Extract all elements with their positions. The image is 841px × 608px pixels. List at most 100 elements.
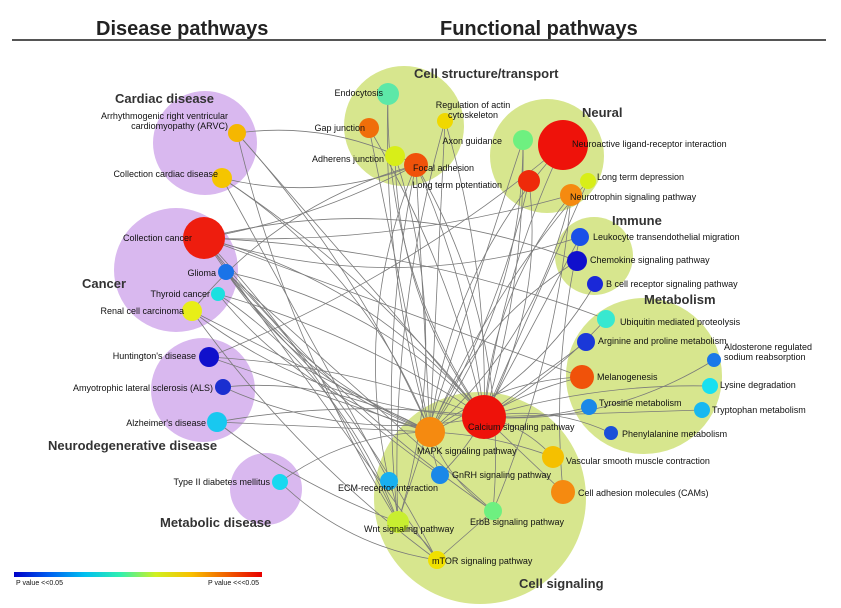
node-circle-neurotrophin[interactable] <box>560 184 582 206</box>
disease-pathways-heading: Disease pathways <box>96 18 268 40</box>
node-circle-tryptophan[interactable] <box>694 402 710 418</box>
node-circle-melanogenesis[interactable] <box>570 365 594 389</box>
node-label-gapjunction: Gap junction <box>314 123 365 133</box>
node-circle-ecm[interactable] <box>380 472 398 490</box>
node-arginine[interactable]: Arginine and proline metabolism <box>577 333 727 351</box>
node-circle-gnrh[interactable] <box>431 466 449 484</box>
node-circle-collcard[interactable] <box>212 168 232 188</box>
node-tryptophan[interactable]: Tryptophan metabolism <box>694 402 806 418</box>
node-mapk[interactable]: MAPK signaling pathway <box>415 417 517 456</box>
node-circle-gapjunction[interactable] <box>359 118 379 138</box>
node-neurotrophin[interactable]: Neurotrophin signaling pathway <box>560 184 697 206</box>
node-focal[interactable]: Focal adhesion <box>404 153 474 177</box>
node-neuroactive[interactable]: Neuroactive ligand-receptor interaction <box>538 120 727 170</box>
node-axon[interactable]: Axon guidance <box>442 130 533 150</box>
node-circle-endocytosis[interactable] <box>377 83 399 105</box>
node-wnt[interactable]: Wnt signaling pathway <box>364 511 455 534</box>
node-circle-mtor[interactable] <box>428 551 446 569</box>
edge-diabetes-mtor <box>279 481 438 561</box>
node-adherens[interactable]: Adherens junction <box>312 146 405 166</box>
node-circle-alzheimer[interactable] <box>207 412 227 432</box>
node-leukocyte[interactable]: Leukocyte transendothelial migration <box>571 228 740 246</box>
node-bcell[interactable]: B cell receptor signaling pathway <box>587 276 738 292</box>
edge-alzheimer-mapk <box>216 421 431 433</box>
node-gnrh[interactable]: GnRH signaling pathway <box>431 466 552 484</box>
node-tyrosine[interactable]: Tyrosine metabolism <box>581 398 682 415</box>
node-huntington[interactable]: Huntington's disease <box>113 347 219 367</box>
node-glioma[interactable]: Glioma <box>187 264 234 280</box>
node-vascular[interactable]: Vascular smooth muscle contraction <box>542 446 710 468</box>
node-melanogenesis[interactable]: Melanogenesis <box>570 365 658 389</box>
node-circle-chemokine[interactable] <box>567 251 587 271</box>
edge-glioma-mapk <box>225 271 431 433</box>
group-label-metabolic: Metabolic disease <box>160 515 271 530</box>
node-circle-huntington[interactable] <box>199 347 219 367</box>
edge-thyroid-mapk <box>217 293 431 433</box>
node-erbb[interactable]: ErbB signaling pathway <box>470 502 565 527</box>
node-label-melanogenesis: Melanogenesis <box>597 372 658 382</box>
node-arvc[interactable]: Arrhythmogenic right ventricularcardiomy… <box>101 111 246 142</box>
node-circle-leukocyte[interactable] <box>571 228 589 246</box>
node-circle-cam[interactable] <box>551 480 575 504</box>
node-circle-glioma[interactable] <box>218 264 234 280</box>
edge-glioma-calcium <box>225 271 485 418</box>
node-circle-calcium[interactable] <box>462 395 506 439</box>
node-circle-focal[interactable] <box>404 153 428 177</box>
node-circle-phenylalanine[interactable] <box>604 426 618 440</box>
node-cam[interactable]: Cell adhesion molecules (CAMs) <box>551 480 709 504</box>
node-calcium[interactable]: Calcium signaling pathway <box>462 395 575 439</box>
node-circle-diabetes[interactable] <box>272 474 288 490</box>
node-circle-ltp[interactable] <box>518 170 540 192</box>
node-circle-tyrosine[interactable] <box>581 399 597 415</box>
node-als[interactable]: Amyotrophic lateral sclerosis (ALS) <box>73 379 231 395</box>
node-label-wnt: Wnt signaling pathway <box>364 524 455 534</box>
node-circle-lysine[interactable] <box>702 378 718 394</box>
node-circle-thyroid[interactable] <box>211 287 225 301</box>
node-gapjunction[interactable]: Gap junction <box>314 118 379 138</box>
node-circle-collcancer[interactable] <box>183 217 225 259</box>
node-ubiquitin[interactable]: Ubiquitin mediated proteolysis <box>597 310 741 328</box>
node-circle-vascular[interactable] <box>542 446 564 468</box>
node-mtor[interactable]: mTOR signaling pathway <box>428 551 533 569</box>
node-circle-erbb[interactable] <box>484 502 502 520</box>
node-endocytosis[interactable]: Endocytosis <box>334 83 399 105</box>
node-phenylalanine[interactable]: Phenylalanine metabolism <box>604 426 727 440</box>
node-label-endocytosis: Endocytosis <box>334 88 383 98</box>
edge-collcard-ecm <box>221 177 390 482</box>
node-ltd[interactable]: Long term depression <box>580 172 684 189</box>
node-lysine[interactable]: Lysine degradation <box>702 378 796 394</box>
node-ltp[interactable]: Long term potentiation <box>412 170 540 192</box>
node-renal[interactable]: Renal cell carcinoma <box>100 301 202 321</box>
node-collcard[interactable]: Collection cardiac disease <box>113 168 232 188</box>
node-circle-ltd[interactable] <box>580 173 596 189</box>
node-circle-neuroactive[interactable] <box>538 120 588 170</box>
node-label-bcell: B cell receptor signaling pathway <box>606 279 738 289</box>
node-circle-adherens[interactable] <box>385 146 405 166</box>
node-circle-wnt[interactable] <box>387 511 409 533</box>
node-alzheimer[interactable]: Alzheimer's disease <box>126 412 227 432</box>
node-circle-mapk[interactable] <box>415 417 445 447</box>
node-thyroid[interactable]: Thyroid cancer <box>150 287 225 301</box>
node-circle-bcell[interactable] <box>587 276 603 292</box>
node-circle-aldosterone[interactable] <box>707 353 721 367</box>
node-circle-actin[interactable] <box>437 113 453 129</box>
node-chemokine[interactable]: Chemokine signaling pathway <box>567 251 710 271</box>
node-circle-arginine[interactable] <box>577 333 595 351</box>
node-diabetes[interactable]: Type II diabetes mellitus <box>173 474 288 490</box>
edge-thyroid-calcium <box>217 293 485 418</box>
edge-actin-wnt <box>396 120 446 523</box>
node-ecm[interactable]: ECM-receptor interaction <box>338 472 438 493</box>
node-circle-axon[interactable] <box>513 130 533 150</box>
node-circle-als[interactable] <box>215 379 231 395</box>
node-label-diabetes: Type II diabetes mellitus <box>173 477 270 487</box>
node-label-arvc: cardiomyopathy (ARVC) <box>131 121 228 131</box>
node-circle-ubiquitin[interactable] <box>597 310 615 328</box>
node-label-cam: Cell adhesion molecules (CAMs) <box>578 488 709 498</box>
node-collcancer[interactable]: Collection cancer <box>123 217 225 259</box>
node-circle-arvc[interactable] <box>228 124 246 142</box>
node-label-erbb: ErbB signaling pathway <box>470 517 565 527</box>
group-label-neural: Neural <box>582 105 622 120</box>
node-circle-renal[interactable] <box>182 301 202 321</box>
